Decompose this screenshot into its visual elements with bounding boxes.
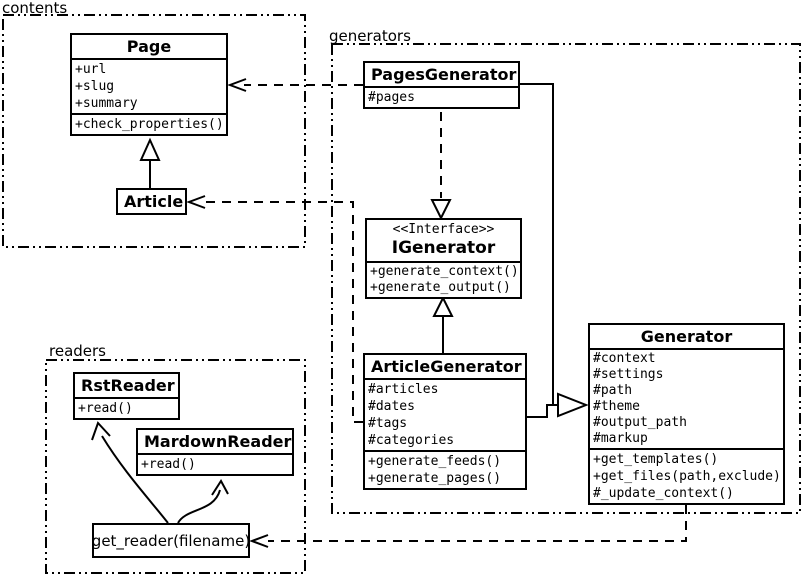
attribute: +slug xyxy=(75,79,115,94)
class-box-generator: Generator #context #settings #path #them… xyxy=(588,323,785,505)
package-label-readers: readers xyxy=(49,342,106,360)
class-title-articlegenerator: ArticleGenerator xyxy=(365,355,525,380)
package-label-contents: contents xyxy=(2,0,68,17)
edge-articlegenerator-uses-article xyxy=(186,195,363,423)
attribute: #tags xyxy=(368,416,408,431)
class-attributes-pagesgenerator: #pages xyxy=(365,88,518,107)
attribute: #articles xyxy=(368,382,439,397)
class-box-article: Article xyxy=(116,188,187,215)
attribute: #output_path xyxy=(593,415,687,430)
attribute: #dates xyxy=(368,399,415,414)
interface-stereotype: <<Interface>> xyxy=(392,222,495,237)
class-title-mardownreader: MardownReader xyxy=(138,430,292,455)
method: #_update_context() xyxy=(593,486,734,501)
class-title-generator: Generator xyxy=(590,325,783,350)
class-attributes-page: +url +slug +summary xyxy=(72,60,226,113)
class-box-pagesgenerator: PagesGenerator #pages xyxy=(363,61,520,109)
interface-name: IGenerator xyxy=(391,238,496,258)
class-box-articlegenerator: ArticleGenerator #articles #dates #tags … xyxy=(363,353,527,490)
class-title-pagesgenerator: PagesGenerator xyxy=(365,63,518,88)
attribute: +summary xyxy=(75,96,138,111)
class-methods-page: +check_properties() xyxy=(72,113,226,134)
package-border-generators xyxy=(331,43,801,514)
class-title-rstreader: RstReader xyxy=(75,374,178,399)
edge-pagesgenerator-uses-page xyxy=(227,78,363,92)
class-methods-generator: +get_templates() +get_files(path,exclude… xyxy=(590,448,783,503)
class-title-page: Page xyxy=(72,35,226,60)
attribute: #settings xyxy=(593,367,664,382)
class-methods-igenerator: +generate_context() +generate_output() xyxy=(367,263,520,297)
edge-article-inherits-page xyxy=(139,137,161,188)
attribute: +url xyxy=(75,62,107,77)
method: +get_templates() xyxy=(593,452,719,467)
function-label: get_reader(filename) xyxy=(91,531,251,550)
class-box-mardownreader: MardownReader +read() xyxy=(136,428,294,476)
method: +read() xyxy=(78,401,133,416)
package-border-contents xyxy=(2,14,306,248)
edge-getreader-calls-rstreader xyxy=(91,421,169,524)
class-methods-articlegenerator: +generate_feeds() +generate_pages() xyxy=(365,450,525,488)
edge-pagesgenerator-realizes-igenerator xyxy=(430,112,452,221)
package-border-readers xyxy=(45,359,306,574)
attribute: #theme xyxy=(593,399,640,414)
class-methods-mardownreader: +read() xyxy=(138,455,292,474)
method: +generate_output() xyxy=(370,280,511,295)
edge-generators-inherit-generator xyxy=(520,83,589,418)
class-attributes-articlegenerator: #articles #dates #tags #categories xyxy=(365,380,525,450)
method: +generate_context() xyxy=(370,264,519,279)
class-methods-rstreader: +read() xyxy=(75,399,178,418)
method: +read() xyxy=(141,457,196,472)
method: +generate_feeds() xyxy=(368,454,502,469)
class-box-rstreader: RstReader +read() xyxy=(73,372,180,420)
class-attributes-generator: #context #settings #path #theme #output_… xyxy=(590,350,783,448)
method: +get_files(path,exclude) xyxy=(593,469,781,484)
attribute: #markup xyxy=(593,431,648,446)
package-label-generators: generators xyxy=(329,27,411,45)
attribute: #path xyxy=(593,383,633,398)
method: +check_properties() xyxy=(75,117,224,132)
method: +generate_pages() xyxy=(368,471,502,486)
class-title-igenerator: <<Interface>> IGenerator xyxy=(367,220,520,263)
class-box-igenerator: <<Interface>> IGenerator +generate_conte… xyxy=(365,218,522,299)
attribute: #categories xyxy=(368,433,455,448)
attribute: #pages xyxy=(368,90,415,105)
edge-articlegenerator-inherits-igenerator xyxy=(432,295,454,353)
class-box-page: Page +url +slug +summary +check_properti… xyxy=(70,33,228,136)
edge-generator-uses-getreader xyxy=(249,505,687,548)
attribute: #context xyxy=(593,351,656,366)
class-title-article: Article xyxy=(124,192,184,211)
edge-getreader-calls-mardownreader xyxy=(177,479,229,524)
function-box-get-reader: get_reader(filename) xyxy=(92,523,250,558)
